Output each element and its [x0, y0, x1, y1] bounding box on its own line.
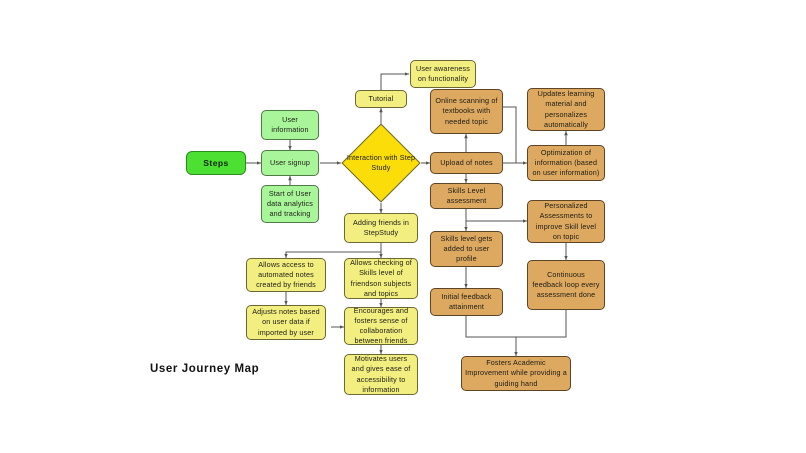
node-user-signup-label: User signup [269, 157, 310, 167]
node-allows-access[interactable]: Allows access to automated notes created… [246, 258, 326, 292]
node-online-scanning[interactable]: Online scanning of textbooks with needed… [430, 89, 503, 134]
node-encourages-fosters-label: Encourages and fosters sense of collabor… [353, 305, 409, 346]
node-initial-feedback-label: Initial feedback attainment [441, 291, 492, 311]
node-motivates-users-label: Motivates users and gives ease of access… [351, 354, 411, 394]
node-skills-level-added[interactable]: Skills level gets added to user profile [430, 231, 503, 267]
node-skills-level-assessment-label: Skills Level assessment [446, 185, 487, 205]
node-fosters-academic-label: Fosters Academic Improvement while provi… [465, 358, 567, 388]
node-adding-friends-label: Adding friends in StepStudy [352, 217, 410, 237]
edge-scanning-to-optimization [503, 106, 527, 164]
node-interaction-with-step-study[interactable]: Interaction with Step Study [341, 123, 421, 203]
node-online-scanning-label: Online scanning of textbooks with needed… [435, 96, 498, 126]
node-user-information[interactable]: User information [261, 110, 319, 140]
node-allows-checking-label: Allows checking of Skills level of frien… [350, 258, 412, 298]
node-adjusts-notes-label: Adjusts notes based on user data if impo… [252, 307, 320, 337]
node-allows-access-label: Allows access to automated notes created… [256, 259, 316, 290]
node-steps[interactable]: Steps [186, 151, 246, 175]
node-start-of-user-data[interactable]: Start of User data analytics and trackin… [261, 185, 319, 223]
node-user-signup[interactable]: User signup [261, 150, 319, 176]
edge-continuous-to-fosters [516, 310, 567, 338]
edge-tutorial-to-awareness [380, 72, 410, 90]
edge-addingfriends-to-allowsaccess [284, 243, 382, 259]
edge-initialfeedback-to-fosters [465, 316, 518, 357]
node-adding-friends[interactable]: Adding friends in StepStudy [344, 213, 418, 243]
node-motivates-users[interactable]: Motivates users and gives ease of access… [344, 354, 418, 395]
node-adjusts-notes[interactable]: Adjusts notes based on user data if impo… [246, 305, 326, 340]
node-skills-level-added-label: Skills level gets added to user profile [440, 233, 493, 264]
node-continuous-feedback-loop[interactable]: Continuous feedback loop every assessmen… [527, 260, 605, 310]
page-title: User Journey Map [150, 363, 260, 375]
node-start-of-user-data-label: Start of User data analytics and trackin… [266, 188, 314, 219]
node-allows-checking[interactable]: Allows checking of Skills level of frien… [344, 258, 418, 299]
node-initial-feedback[interactable]: Initial feedback attainment [430, 288, 503, 316]
node-tutorial-label: Tutorial [368, 93, 394, 103]
node-updates-learning-material-label: Updates learning material and personaliz… [537, 89, 595, 129]
node-interaction-with-step-study-label: Interaction with Step Study [346, 152, 416, 172]
edge-assessment-to-personalized [465, 209, 528, 223]
node-user-awareness-label: User awareness on functionality [415, 63, 471, 83]
node-personalized-assessments[interactable]: Personalized Assessments to improve Skil… [527, 200, 605, 243]
node-tutorial[interactable]: Tutorial [355, 90, 407, 108]
node-continuous-feedback-loop-label: Continuous feedback loop every assessmen… [532, 269, 600, 300]
node-user-awareness[interactable]: User awareness on functionality [410, 60, 476, 88]
node-updates-learning-material[interactable]: Updates learning material and personaliz… [527, 88, 605, 131]
node-encourages-fosters[interactable]: Encourages and fosters sense of collabor… [344, 305, 418, 346]
node-personalized-assessments-label: Personalized Assessments to improve Skil… [535, 201, 597, 241]
node-optimization-of-information-label: Optimization of information (based on us… [532, 147, 600, 178]
node-steps-label: Steps [203, 157, 229, 168]
node-upload-of-notes[interactable]: Upload of notes [430, 152, 503, 174]
node-optimization-of-information[interactable]: Optimization of information (based on us… [527, 145, 605, 181]
node-upload-of-notes-label: Upload of notes [440, 157, 493, 167]
node-user-information-label: User information [271, 114, 309, 134]
node-skills-level-assessment[interactable]: Skills Level assessment [430, 183, 503, 209]
node-fosters-academic[interactable]: Fosters Academic Improvement while provi… [461, 356, 571, 391]
